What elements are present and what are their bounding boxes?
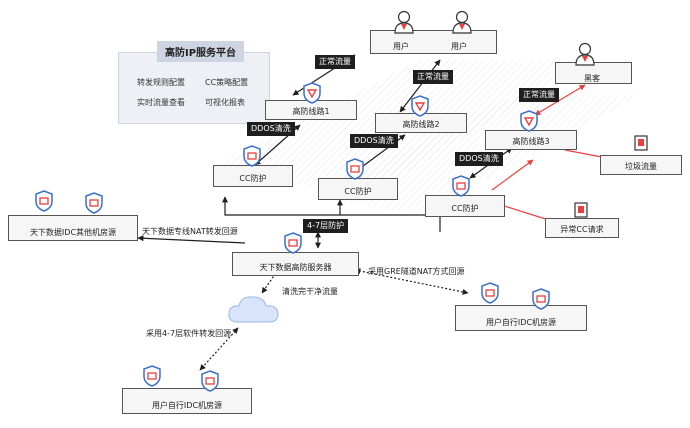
cc-protection-1: CC防护 xyxy=(213,165,293,187)
shield-icon xyxy=(143,365,161,387)
defense-server-slab: 天下数据高防服务器 xyxy=(232,252,359,276)
user-idc-bottom-slab: 用户自行IDC机房源 xyxy=(122,388,252,414)
shield-icon xyxy=(346,158,364,180)
shield-icon xyxy=(35,190,53,212)
user-icon xyxy=(394,10,414,34)
cc-protection-label: CC防护 xyxy=(344,187,372,196)
normal-traffic-arrow xyxy=(399,59,441,113)
gre-arrow xyxy=(354,268,469,295)
cc-red-arrow xyxy=(491,159,534,191)
cloud-icon xyxy=(228,296,279,323)
abnormal-cc-slab: 异常CC请求 xyxy=(545,218,619,238)
attack-traffic-arrow xyxy=(534,84,586,116)
defense-line-label: 高防线路1 xyxy=(292,107,330,116)
users-slab: 用户 用户 xyxy=(370,30,497,54)
defense-line-label: 高防线路2 xyxy=(402,120,440,129)
hacker-icon xyxy=(575,42,595,66)
abnormal-label: 异常CC请求 xyxy=(560,225,604,234)
shield-icon xyxy=(284,232,302,254)
soft-edge-label: 采用4-7层软件转发回源 xyxy=(146,329,232,338)
hacker-label: 黑客 xyxy=(584,74,600,83)
cc-protection-label: CC防护 xyxy=(451,204,479,213)
ddos-clean-badge: DDOS清洗 xyxy=(455,152,503,166)
idc-other-label: 天下数据IDC其他机房源 xyxy=(29,228,117,237)
platform-item[interactable]: 转发规则配置 xyxy=(137,78,185,87)
trash-icon xyxy=(574,202,588,218)
layer47-badge: 4-7层防护 xyxy=(303,219,349,233)
user-idc-right-label: 用户自行IDC机房源 xyxy=(485,318,557,327)
platform-title: 高防IP服务平台 xyxy=(157,41,245,62)
platform-panel: 高防IP服务平台 转发规则配置 CC策略配置 实时流量查看 可视化报表 xyxy=(118,41,270,124)
normal-traffic-badge: 正常流量 xyxy=(315,55,355,69)
shield-icon xyxy=(520,110,538,132)
shield-icon xyxy=(85,192,103,214)
user-idc-bottom-label: 用户自行IDC机房源 xyxy=(151,401,223,410)
trash-icon xyxy=(634,135,648,151)
gre-edge-label: 采用GRE隧道NAT方式回源 xyxy=(368,267,465,276)
cc-protection-3: CC防护 xyxy=(425,195,505,217)
user-label: 用户 xyxy=(393,42,409,51)
shield-icon xyxy=(411,95,429,117)
garbage-label: 垃圾流量 xyxy=(625,162,657,171)
user-idc-right-slab: 用户自行IDC机房源 xyxy=(455,305,587,331)
platform-item[interactable]: 可视化报表 xyxy=(205,98,245,107)
platform-item[interactable]: 实时流量查看 xyxy=(137,98,185,107)
ddos-clean-badge: DDOS清洗 xyxy=(350,134,398,148)
shield-icon xyxy=(243,145,261,167)
normal-traffic-badge: 正常流量 xyxy=(413,70,453,84)
shield-icon xyxy=(201,370,219,392)
defense-line-3: 高防线路3 xyxy=(485,130,577,150)
garbage-traffic-slab: 垃圾流量 xyxy=(600,155,682,175)
idc-other-slab: 天下数据IDC其他机房源 xyxy=(8,215,138,241)
shield-icon xyxy=(452,175,470,197)
normal-traffic-badge: 正常流量 xyxy=(519,88,559,102)
clean-edge-label: 清洗完干净流量 xyxy=(282,287,338,296)
cc-protection-label: CC防护 xyxy=(239,174,267,183)
shield-icon xyxy=(532,288,550,310)
nat-arrow xyxy=(137,235,246,244)
nat-edge-label: 天下数据专线NAT转发回源 xyxy=(142,227,238,236)
ddos-clean-badge: DDOS清洗 xyxy=(247,122,295,136)
shield-icon xyxy=(303,82,321,104)
defense-server-label: 天下数据高防服务器 xyxy=(259,263,332,272)
cloud-idc-arrow xyxy=(199,327,239,371)
shield-icon xyxy=(481,282,499,304)
user-label: 用户 xyxy=(451,42,467,51)
defense-line-label: 高防线路3 xyxy=(512,137,550,146)
platform-item[interactable]: CC策略配置 xyxy=(205,78,249,87)
cc-protection-2: CC防护 xyxy=(318,178,398,200)
user-icon xyxy=(452,10,472,34)
